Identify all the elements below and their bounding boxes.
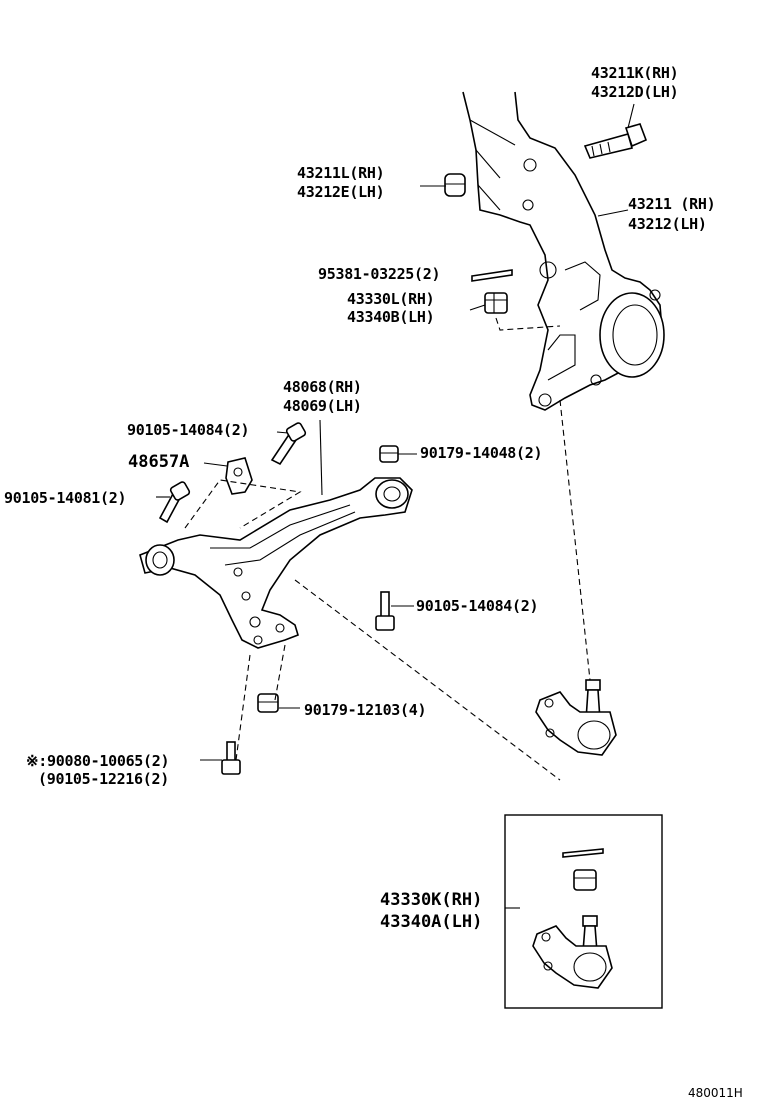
label-castle-nut-rh: 43330L(RH) <box>347 290 434 308</box>
label-cotter-pin: 95381-03225(2) <box>318 265 440 283</box>
label-lower-arm-rh: 48068(RH) <box>283 378 362 396</box>
label-bushing-rh: 43211L(RH) <box>297 164 384 182</box>
label-castle-nut-lh: 43340B(LH) <box>347 308 434 326</box>
lower-control-arm <box>139 477 413 649</box>
label-kit-lh: 43340A(LH) <box>380 912 482 932</box>
nut-arm <box>379 445 399 463</box>
label-bolt-arm-left: 90105-14081(2) <box>4 489 126 507</box>
knuckle-bushing <box>444 173 466 197</box>
leader-lines <box>156 103 635 909</box>
label-knuckle-rh: 43211 (RH) <box>628 195 715 213</box>
bolt-bottom <box>221 741 241 775</box>
label-knuckle-lh: 43212(LH) <box>628 215 707 233</box>
label-nut-lower: 90179-12103(4) <box>304 701 426 719</box>
bolt-arm-left <box>158 481 191 524</box>
part-labels: 43211K(RH) 43212D(LH) 43211L(RH) 43212E(… <box>4 64 743 1100</box>
label-bracket: 48657A <box>128 452 189 472</box>
ball-joint <box>535 679 617 756</box>
knuckle-bolt <box>583 123 648 159</box>
bolt-arm-top <box>270 422 307 466</box>
label-bolt-top-rh: 43211K(RH) <box>591 64 678 82</box>
label-bolt-arm-mid: 90105-14084(2) <box>416 597 538 615</box>
figure-code: 480011H <box>688 1086 743 1100</box>
arm-bracket <box>225 457 253 495</box>
label-nut-arm: 90179-14048(2) <box>420 444 542 462</box>
label-bolt-top-lh: 43212D(LH) <box>591 83 678 101</box>
label-lower-arm-lh: 48069(LH) <box>283 397 362 415</box>
ball-joint-kit-box <box>504 814 663 1009</box>
label-bushing-lh: 43212E(LH) <box>297 183 384 201</box>
label-bolt-bottom-2: (90105-12216(2) <box>38 770 169 788</box>
castle-nut <box>484 292 508 314</box>
label-kit-rh: 43330K(RH) <box>380 890 482 910</box>
nut-lower <box>257 693 279 713</box>
label-bolt-arm-top: 90105-14084(2) <box>127 421 249 439</box>
bolt-arm-mid <box>375 591 395 631</box>
cotter-pin <box>471 269 513 282</box>
label-bolt-bottom-1: ※:90080-10065(2) <box>26 752 169 770</box>
steering-knuckle <box>462 91 665 411</box>
